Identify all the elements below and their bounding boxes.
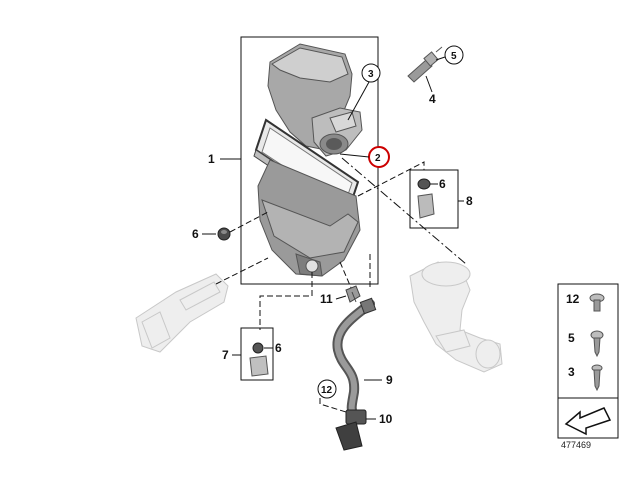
legend-screw-3-icon bbox=[591, 364, 603, 392]
arrow-icon bbox=[564, 407, 612, 436]
legend-screw-5-icon bbox=[590, 330, 604, 358]
intake-boot[interactable] bbox=[409, 261, 503, 373]
callout-11: 11 bbox=[320, 292, 333, 306]
callout-3: 3 bbox=[368, 69, 374, 80]
legend-label-3: 3 bbox=[568, 365, 575, 379]
callout-3-circle bbox=[361, 63, 381, 83]
callout-12: 12 bbox=[321, 385, 333, 396]
callout-12-circle bbox=[317, 379, 337, 399]
grommet-bracket-frame bbox=[409, 169, 459, 229]
callout-8: 8 bbox=[466, 194, 473, 208]
diagram-reference-number: 477469 bbox=[561, 440, 591, 450]
mount-bracket-part[interactable] bbox=[249, 342, 269, 377]
callout-10: 10 bbox=[379, 412, 393, 426]
legend-label-5: 5 bbox=[568, 331, 575, 345]
air-intake-duct[interactable] bbox=[135, 273, 229, 353]
callout-4: 4 bbox=[429, 92, 436, 106]
grommet-part[interactable] bbox=[417, 178, 435, 219]
legend-screw-12-icon bbox=[589, 293, 605, 312]
filter-housing-base[interactable] bbox=[257, 159, 361, 277]
hose-clip-part[interactable] bbox=[345, 285, 361, 303]
callout-5: 5 bbox=[451, 51, 457, 62]
callout-2: 2 bbox=[375, 153, 381, 164]
filter-housing-lid[interactable] bbox=[267, 43, 363, 157]
callout-6-upper: 6 bbox=[439, 177, 446, 191]
rubber-grommet-left[interactable] bbox=[217, 227, 231, 241]
hose-connector-part[interactable] bbox=[335, 409, 367, 451]
breather-hose-part[interactable] bbox=[332, 297, 377, 419]
clamp-screw-part[interactable] bbox=[407, 46, 443, 83]
callout-7: 7 bbox=[222, 348, 229, 362]
hardware-legend-box bbox=[557, 283, 619, 439]
callout-6-left: 6 bbox=[192, 227, 199, 241]
legend-label-12: 12 bbox=[566, 292, 580, 306]
callout-9: 9 bbox=[386, 373, 393, 387]
callout-6-lower: 6 bbox=[275, 341, 282, 355]
mount-bracket-frame bbox=[240, 327, 274, 381]
callout-5-circle bbox=[444, 45, 464, 65]
callout-1: 1 bbox=[208, 152, 215, 166]
